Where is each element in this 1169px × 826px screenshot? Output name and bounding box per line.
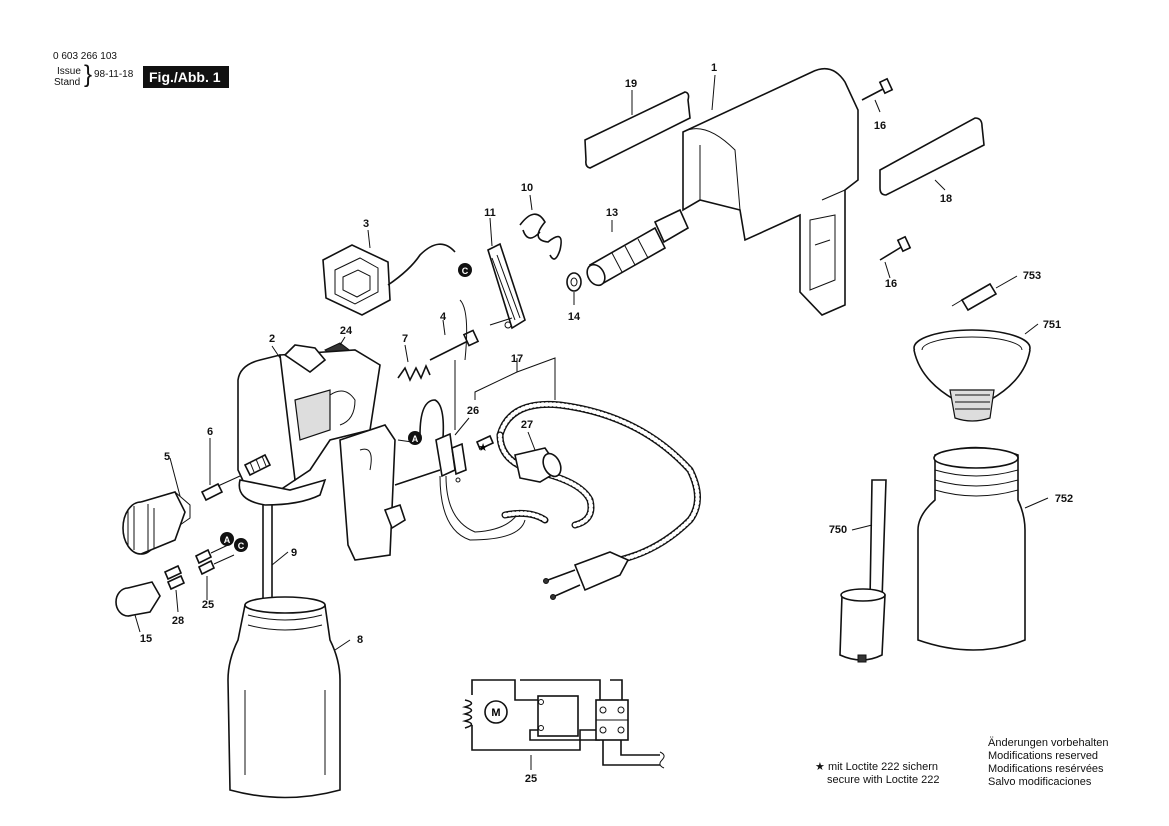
part-8-container bbox=[227, 596, 341, 799]
loctite-star-mark: ★ bbox=[478, 442, 488, 454]
callout-2: 2 bbox=[269, 333, 275, 345]
callout-5: 5 bbox=[164, 451, 170, 463]
svg-text:A: A bbox=[412, 434, 419, 444]
callout-750: 750 bbox=[829, 524, 847, 536]
callout-3: 3 bbox=[363, 218, 369, 230]
callout-6: 6 bbox=[207, 426, 213, 438]
svg-text:A: A bbox=[224, 535, 231, 545]
stand-label: Stand bbox=[54, 77, 81, 88]
part-9-suction-tube bbox=[262, 505, 273, 600]
part-27-power-cable bbox=[496, 400, 701, 574]
part-13-nozzle bbox=[586, 208, 690, 287]
part-16-screw-bottom bbox=[879, 235, 912, 261]
callout-16-bottom: 16 bbox=[885, 278, 897, 290]
mod-note-de: Änderungen vorbehalten bbox=[988, 737, 1109, 749]
part-18-label-plate bbox=[879, 117, 985, 196]
internal-wires bbox=[439, 299, 526, 541]
svg-text:C: C bbox=[462, 266, 469, 276]
callout-9: 9 bbox=[291, 547, 297, 559]
callout-8: 8 bbox=[357, 634, 363, 646]
wiring-schematic bbox=[461, 679, 665, 769]
connector-c-left: C bbox=[234, 538, 248, 552]
part-25-wires bbox=[194, 544, 235, 576]
mains-plug bbox=[543, 551, 630, 600]
star-symbol: ★ bbox=[815, 761, 825, 773]
mod-note-en: Modifications reserved bbox=[988, 750, 1099, 762]
part-3-switch bbox=[322, 243, 456, 316]
part-7-spring bbox=[397, 363, 431, 382]
callout-28: 28 bbox=[172, 615, 184, 627]
callout-751: 751 bbox=[1043, 319, 1061, 331]
motor-symbol-label: M bbox=[491, 707, 500, 719]
part-15-switch bbox=[115, 581, 161, 617]
part-6-screw bbox=[200, 475, 241, 502]
thread-stub bbox=[243, 453, 272, 477]
callout-25-bottom: 25 bbox=[525, 773, 537, 785]
part-11-bracket bbox=[487, 242, 526, 330]
callout-18: 18 bbox=[940, 193, 952, 205]
loctite-note: ★ mit Loctite 222 sichern secure with Lo… bbox=[815, 761, 940, 787]
callout-14: 14 bbox=[568, 311, 581, 323]
callout-752: 752 bbox=[1055, 493, 1073, 505]
issue-label: Issue bbox=[57, 66, 81, 77]
connector-c-top: C bbox=[458, 263, 472, 277]
callout-26: 26 bbox=[467, 405, 479, 417]
mod-note-es: Salvo modificaciones bbox=[988, 776, 1092, 788]
callout-1: 1 bbox=[711, 62, 717, 74]
part-752-bottle bbox=[917, 446, 1026, 651]
part-751-funnel bbox=[913, 329, 1031, 422]
part-2-housing bbox=[237, 344, 441, 561]
screw-26 bbox=[475, 434, 495, 451]
callout-27: 27 bbox=[521, 419, 533, 431]
callout-10: 10 bbox=[521, 182, 533, 194]
callout-16-top: 16 bbox=[874, 120, 886, 132]
mod-note-fr: Modifications resérvées bbox=[988, 763, 1104, 775]
callout-19: 19 bbox=[625, 78, 637, 90]
part-753-nozzle-tip bbox=[951, 282, 998, 312]
connector-a-left: A bbox=[220, 532, 234, 546]
callout-24: 24 bbox=[340, 325, 353, 337]
callout-11: 11 bbox=[484, 207, 496, 219]
loctite-note-de: mit Loctite 222 sichern bbox=[827, 761, 938, 773]
callout-15: 15 bbox=[140, 633, 152, 645]
connector-a-mid: A bbox=[408, 431, 422, 445]
terminal-block bbox=[435, 432, 467, 483]
modifications-note: Änderungen vorbehalten Modifications res… bbox=[988, 737, 1108, 789]
issue-date: 98-11-18 bbox=[94, 69, 134, 80]
callout-13: 13 bbox=[606, 207, 618, 219]
part-28-connector bbox=[163, 564, 186, 591]
svg-text:C: C bbox=[238, 541, 245, 551]
leader-lines bbox=[134, 74, 1049, 770]
part-16-screw-top bbox=[861, 77, 894, 101]
brace-glyph: } bbox=[84, 61, 93, 88]
loctite-note-en: secure with Loctite 222 bbox=[827, 774, 940, 786]
part-14-ring bbox=[566, 272, 582, 292]
callout-17: 17 bbox=[511, 353, 523, 365]
callout-25-top: 25 bbox=[202, 599, 214, 611]
part-number: 0 603 266 103 bbox=[53, 51, 117, 62]
part-1-cover bbox=[682, 67, 859, 316]
part-10-spring-clip bbox=[519, 213, 562, 260]
callout-7: 7 bbox=[402, 333, 408, 345]
part-5-knob bbox=[122, 491, 191, 555]
part-4-pin bbox=[429, 329, 480, 361]
callout-753: 753 bbox=[1023, 270, 1041, 282]
figure-label: Fig./Abb. 1 bbox=[143, 66, 229, 88]
part-19-label-plate bbox=[584, 91, 691, 169]
part-750-dipstick bbox=[839, 479, 887, 663]
callout-4: 4 bbox=[440, 311, 447, 323]
